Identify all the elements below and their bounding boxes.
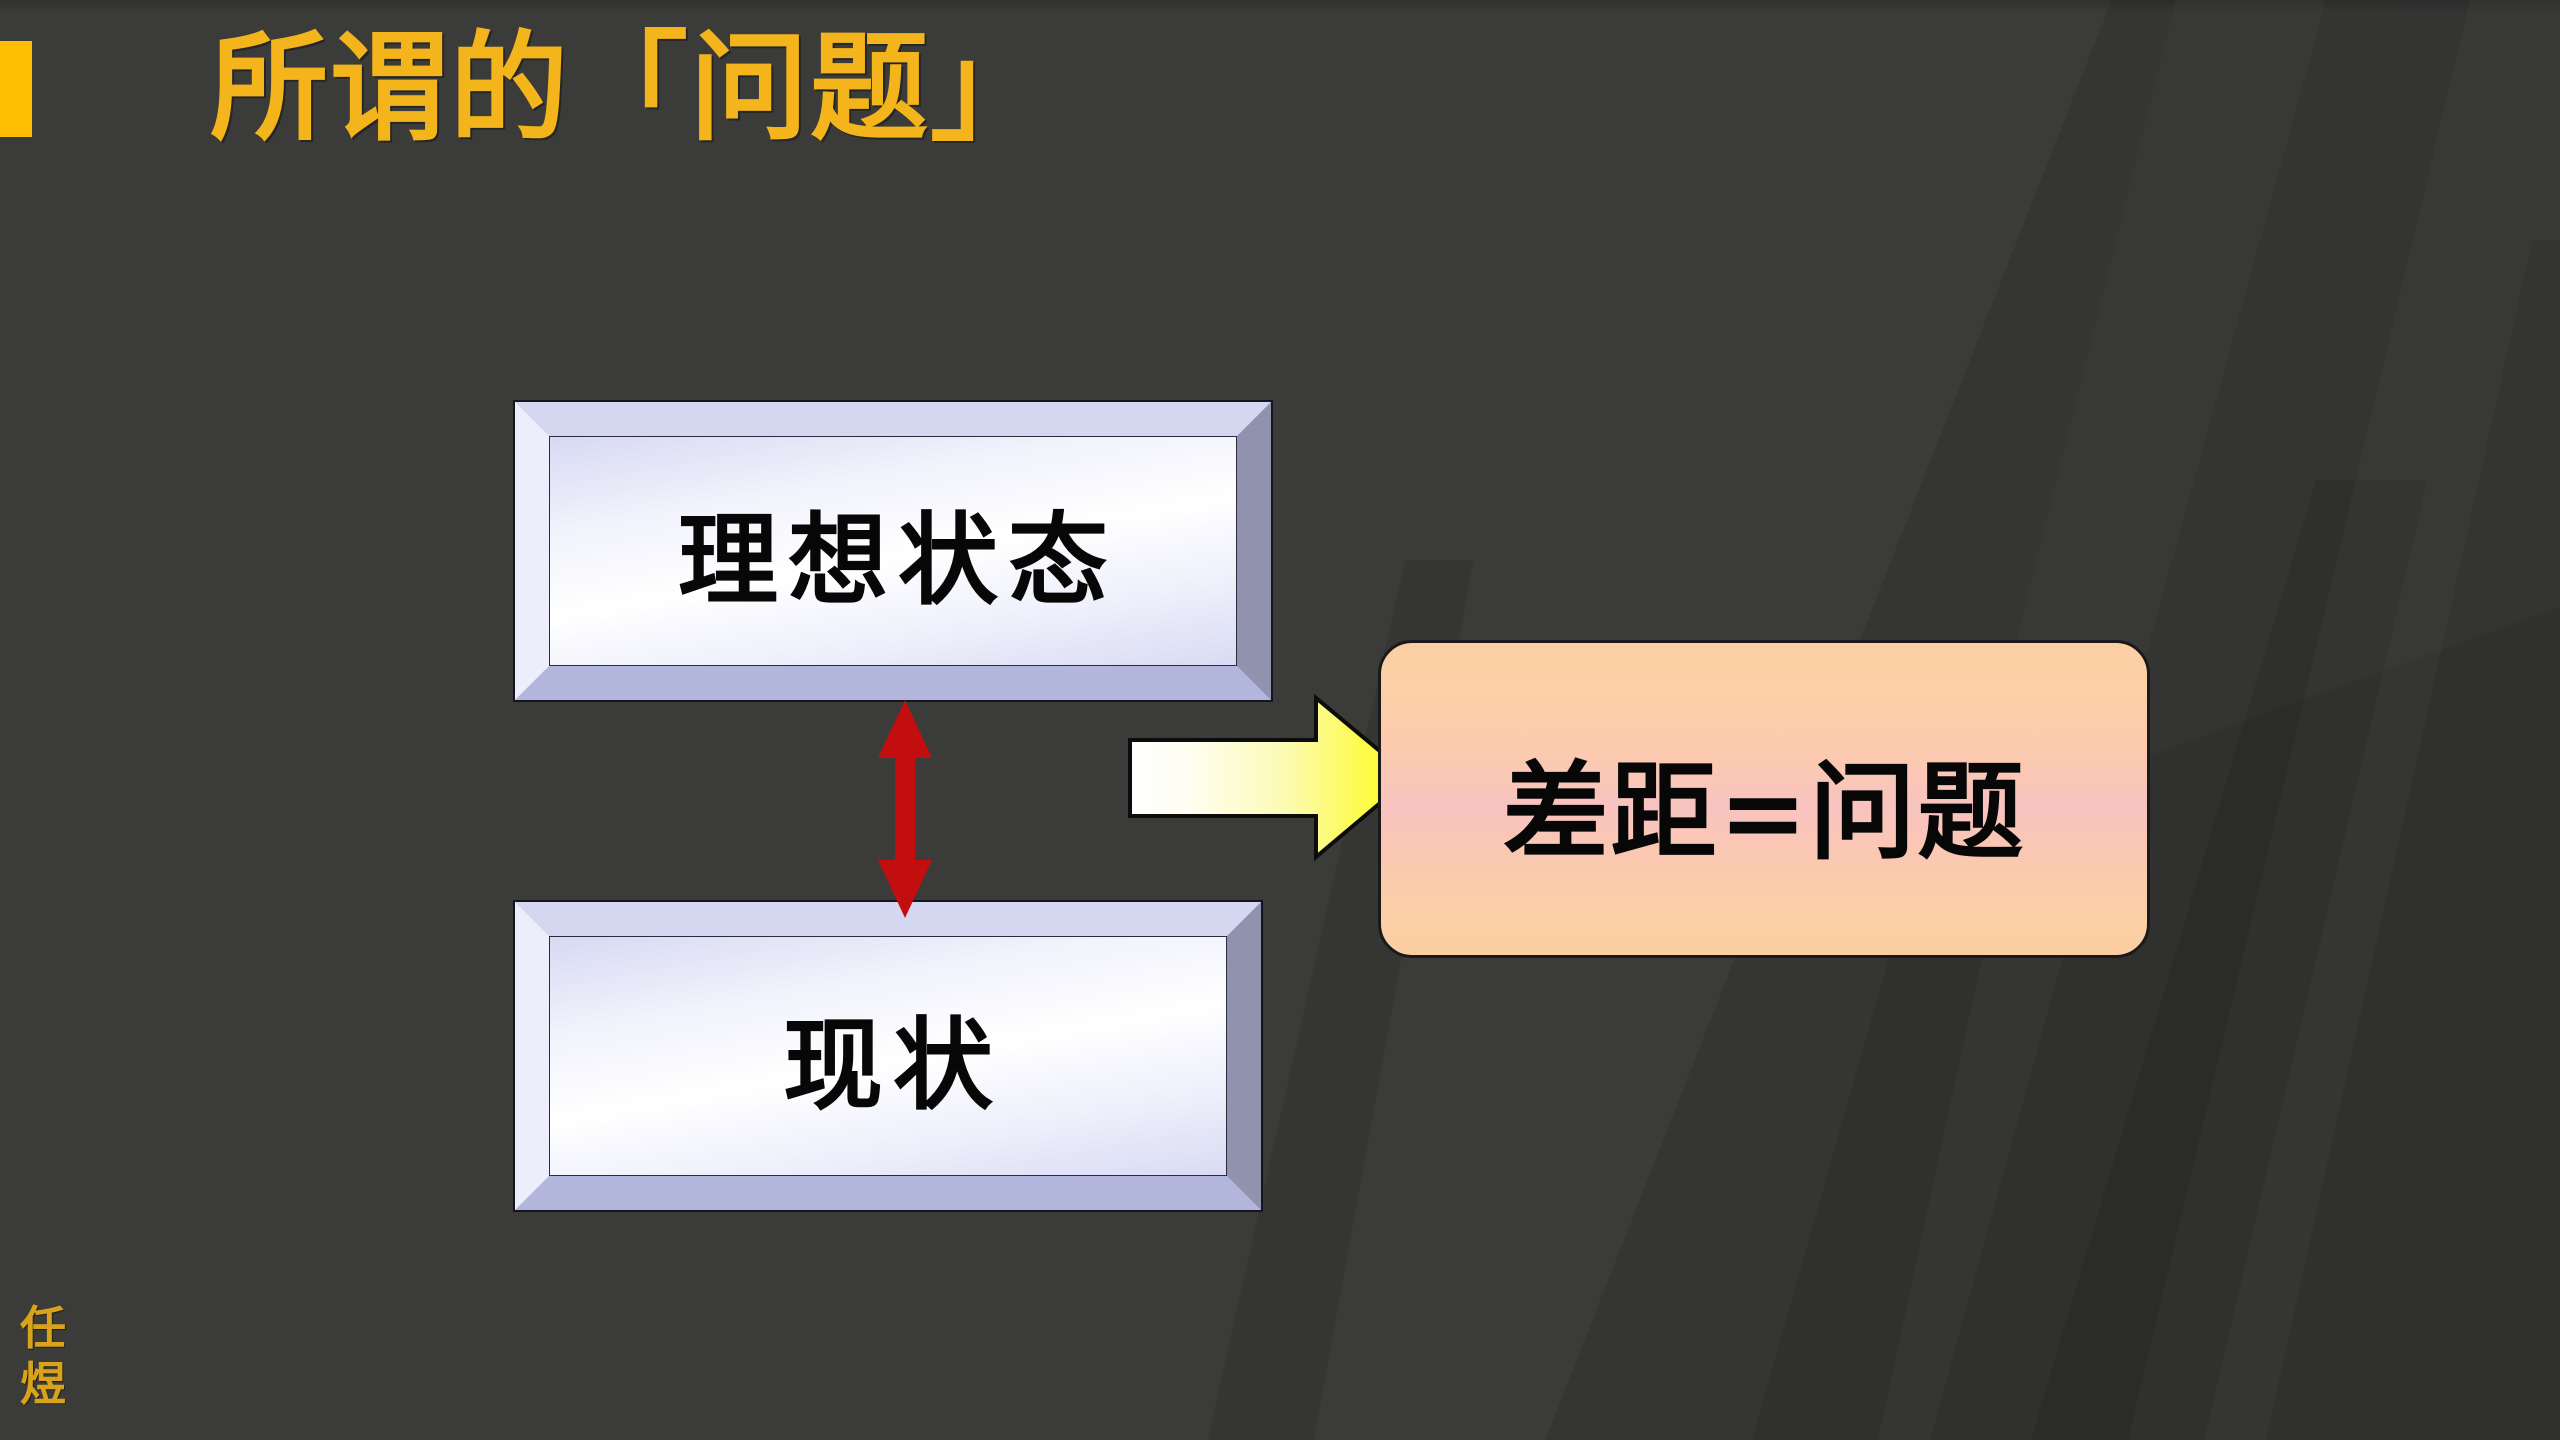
signature-char-2: 煜 bbox=[20, 1357, 66, 1412]
flow-arrow-icon bbox=[1128, 693, 1413, 862]
current-state-label: 现状 bbox=[783, 1005, 1003, 1124]
title-accent-bar bbox=[0, 41, 32, 137]
gap-equals-problem-label: 差距=问题 bbox=[1502, 749, 2026, 874]
author-signature: 任 煜 bbox=[12, 1300, 74, 1412]
ideal-state-box: 理想状态 bbox=[513, 400, 1273, 702]
ideal-state-label: 理想状态 bbox=[678, 500, 1118, 619]
signature-char-1: 任 bbox=[20, 1301, 66, 1355]
current-state-box: 现状 bbox=[513, 900, 1263, 1212]
gap-double-arrow-icon bbox=[878, 700, 932, 918]
gap-equals-problem-box: 差距=问题 bbox=[1378, 640, 2150, 958]
page-title: 所谓的「问题」 bbox=[210, 18, 1051, 157]
